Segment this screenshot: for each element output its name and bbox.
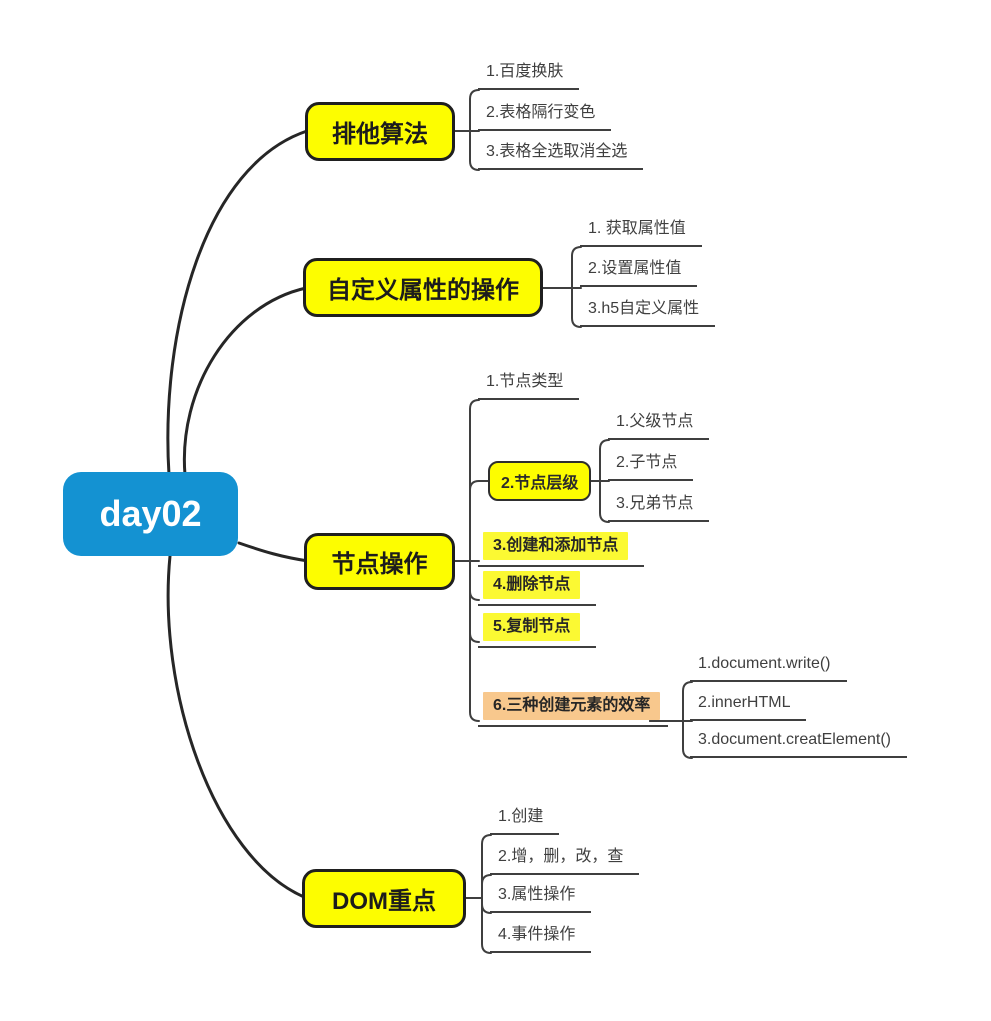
subtopic-child-node[interactable]: 2.子节点 [608, 452, 694, 481]
root-topic-day02[interactable]: day02 [63, 472, 238, 556]
connector [584, 480, 610, 523]
subtopic-label: 2.节点层级 [501, 475, 579, 492]
subtopic-h5-custom-attribute[interactable]: 3.h5自定义属性 [580, 298, 716, 327]
connector [452, 560, 480, 601]
subtopic-dom-create[interactable]: 1.创建 [490, 806, 560, 835]
subtopic-label: 2.子节点 [616, 454, 678, 471]
topic-node-operations[interactable]: 节点操作 [304, 533, 455, 590]
subtopic-label: 1.document.write() [698, 655, 831, 672]
subtopic-table-select-all[interactable]: 3.表格全选取消全选 [478, 141, 644, 170]
subtopic-remove-node[interactable]: 4.删除节点 [478, 571, 597, 606]
subtopic-label: 3.表格全选取消全选 [486, 143, 628, 160]
connector [452, 560, 480, 722]
subtopic-table-alt-row-color[interactable]: 2.表格隔行变色 [478, 102, 612, 131]
curve-root-to-exclusive [166, 129, 309, 477]
connector [649, 681, 693, 722]
subtopic-label: 2.innerHTML [698, 694, 791, 711]
subtopic-label: 1.百度换肤 [486, 63, 564, 80]
subtopic-label: 2.表格隔行变色 [486, 104, 596, 121]
connector [540, 287, 582, 328]
subtopic-label: 1. 获取属性值 [588, 220, 686, 237]
connector [464, 897, 492, 914]
topic-dom-key-points[interactable]: DOM重点 [302, 869, 466, 928]
subtopic-three-ways-create-elements[interactable]: 6.三种创建元素的效率 [478, 692, 669, 727]
subtopic-label: 1.父级节点 [616, 413, 694, 430]
subtopic-label: 3.document.creatElement() [698, 731, 891, 748]
subtopic-label: 3.属性操作 [498, 886, 576, 903]
subtopic-baidu-skin[interactable]: 1.百度换肤 [478, 61, 580, 90]
subtopic-document-createelement[interactable]: 3.document.creatElement() [690, 729, 907, 758]
subtopic-label: 3.h5自定义属性 [588, 300, 700, 317]
connector [452, 560, 480, 643]
curve-root-to-dom [166, 554, 306, 899]
subtopic-label: 5.复制节点 [483, 613, 581, 641]
curve-root-to-custom-attr [182, 286, 308, 477]
connector [452, 399, 480, 562]
subtopic-set-attribute[interactable]: 2.设置属性值 [580, 258, 698, 287]
connector [452, 480, 489, 562]
connector [464, 834, 492, 899]
root-branch-curves [166, 129, 310, 899]
subtopic-get-attribute[interactable]: 1. 获取属性值 [580, 218, 702, 247]
connector [452, 130, 480, 171]
subtopic-document-write[interactable]: 1.document.write() [690, 653, 847, 682]
subtopic-sibling-node[interactable]: 3.兄弟节点 [608, 493, 710, 522]
connector [464, 897, 492, 954]
connector [540, 246, 582, 289]
connector [464, 874, 492, 899]
subtopic-node-hierarchy[interactable]: 2.节点层级 [488, 461, 592, 501]
subtopic-label: 2.增，删，改，查 [498, 848, 624, 865]
subtopic-clone-node[interactable]: 5.复制节点 [478, 613, 597, 648]
subtopic-label: 1.节点类型 [486, 373, 564, 390]
subtopic-label: 6.三种创建元素的效率 [483, 692, 661, 720]
subtopic-label: 4.删除节点 [483, 571, 581, 599]
topic-exclusive-algorithm[interactable]: 排他算法 [305, 102, 455, 161]
subtopic-label: 4.事件操作 [498, 926, 576, 943]
subtopic-label: 3.兄弟节点 [616, 495, 694, 512]
curve-root-to-node-ops [237, 541, 310, 563]
subtopic-dom-crud[interactable]: 2.增，删，改，查 [490, 846, 640, 875]
subtopic-innerhtml[interactable]: 2.innerHTML [690, 692, 807, 721]
subtopic-create-append-node[interactable]: 3.创建和添加节点 [478, 532, 645, 567]
subtopic-label: 1.创建 [498, 808, 544, 825]
topic-custom-attribute-operations[interactable]: 自定义属性的操作 [303, 258, 543, 317]
connector [584, 439, 610, 482]
subtopic-dom-event-operations[interactable]: 4.事件操作 [490, 924, 592, 953]
connector [649, 720, 693, 759]
subtopic-dom-attribute-operations[interactable]: 3.属性操作 [490, 884, 592, 913]
subtopic-parent-node[interactable]: 1.父级节点 [608, 411, 710, 440]
subtopic-label: 3.创建和添加节点 [483, 532, 629, 560]
child-connector-curves [452, 89, 693, 954]
subtopic-label: 2.设置属性值 [588, 260, 682, 277]
subtopic-node-types[interactable]: 1.节点类型 [478, 371, 580, 400]
connector [452, 89, 480, 132]
